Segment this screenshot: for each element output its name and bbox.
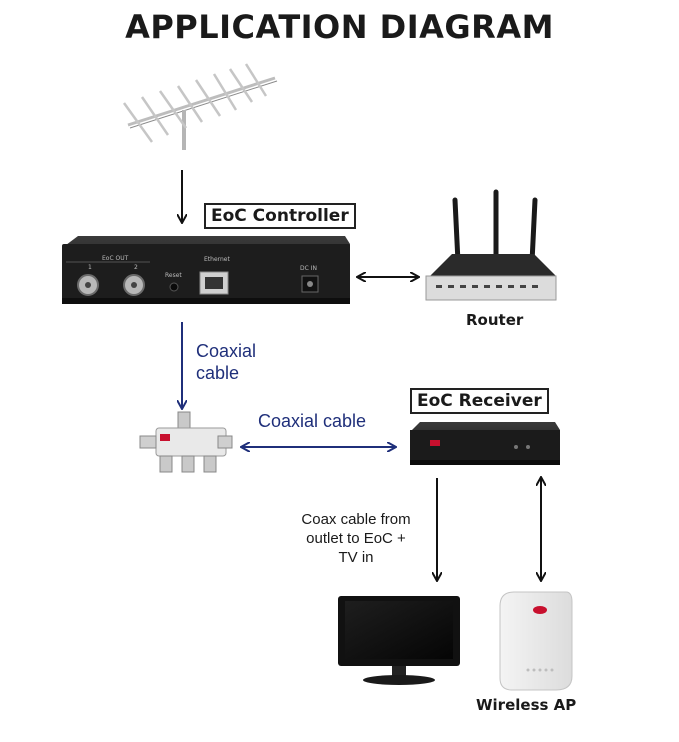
coaxial-cable-vertical-label: Coaxial cable xyxy=(196,340,256,384)
tv-monitor xyxy=(338,596,460,685)
controller-dc-in-label: DC IN xyxy=(300,265,317,272)
controller-reset-label: Reset xyxy=(165,272,182,279)
wireless-ap-device xyxy=(499,591,573,691)
coaxial-label-line2: cable xyxy=(196,363,240,383)
tv-note-line2: outlet to EoC + xyxy=(306,530,406,547)
eoc-receiver-device xyxy=(410,422,560,465)
controller-port-2-label: 2 xyxy=(134,264,138,271)
router-device xyxy=(425,189,557,301)
tv-note-line1: Coax cable from xyxy=(301,511,411,528)
router-label: Router xyxy=(466,311,524,329)
eoc-controller-device: EoC OUT 1 2 Reset Ethernet DC IN xyxy=(62,236,350,304)
controller-eoc-out-label: EoC OUT xyxy=(102,255,129,262)
wireless-ap-label: Wireless AP xyxy=(476,696,577,714)
splitter-device xyxy=(139,411,233,473)
dc-in-port xyxy=(307,281,313,287)
coaxial-label-line1: Coaxial xyxy=(196,341,257,361)
eoc-controller-label: EoC Controller xyxy=(204,203,356,229)
ap-brand-logo xyxy=(533,606,547,614)
eoc-receiver-label: EoC Receiver xyxy=(410,388,549,414)
controller-port-1-label: 1 xyxy=(88,264,92,271)
tv-note-line3: TV in xyxy=(338,549,374,566)
controller-ethernet-label: Ethernet xyxy=(204,256,230,263)
reset-button xyxy=(169,282,179,292)
antenna-icon xyxy=(122,63,278,150)
receiver-brand-logo xyxy=(430,440,440,446)
tv-connection-note: Coax cable from outlet to EoC + TV in xyxy=(286,510,426,567)
page-title: APPLICATION DIAGRAM xyxy=(125,8,554,46)
coaxial-cable-horizontal-label: Coaxial cable xyxy=(258,411,367,431)
